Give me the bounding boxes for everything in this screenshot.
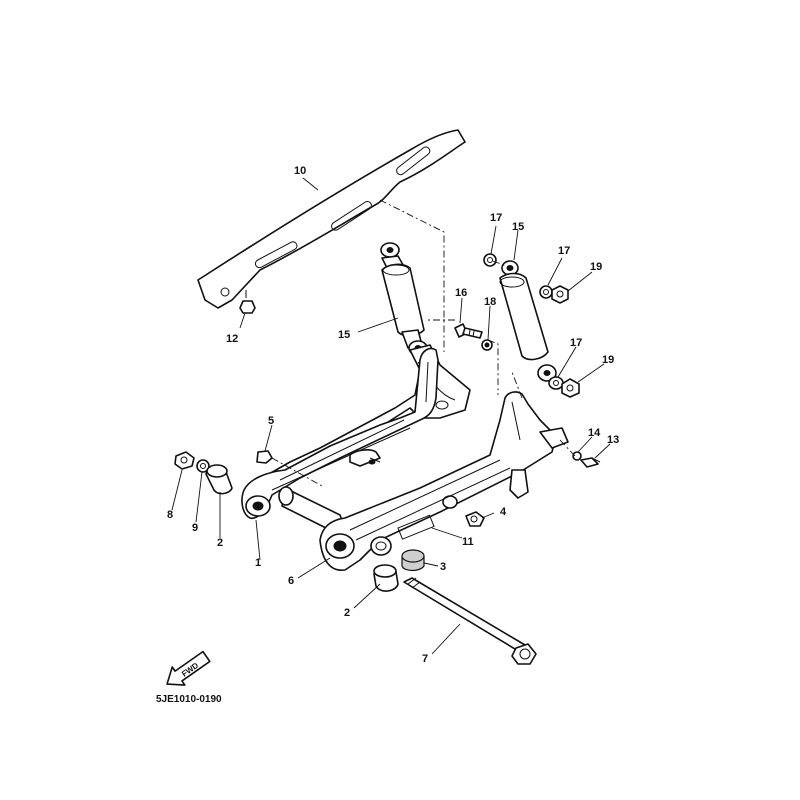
callout-7: 7: [422, 653, 428, 665]
callout-2-right: 2: [344, 607, 350, 619]
washer-part-17-top: [483, 253, 497, 267]
bolt-part-16: [454, 323, 483, 339]
callout-17-mid: 17: [558, 245, 570, 257]
swing-arm-right-part-11: [319, 391, 569, 571]
bolt-part-4: [465, 511, 485, 527]
callout-4: 4: [500, 506, 507, 518]
washer-part-17-low: [548, 376, 564, 390]
bolt-part-5: [256, 450, 323, 487]
callout-18: 18: [484, 296, 496, 308]
callout-19-top: 19: [590, 261, 602, 273]
callout-labels: 10 12 15 17 15 17 19 16 18 17 19 5 14 13…: [167, 165, 619, 665]
bolt-part-13: [580, 457, 601, 468]
callout-17-low: 17: [570, 337, 582, 349]
callout-12: 12: [226, 333, 238, 345]
nut-part-19-top: [551, 285, 569, 304]
washer-part-14: [572, 451, 582, 461]
washer-part-18: [481, 339, 493, 351]
callout-10: 10: [294, 165, 306, 177]
callout-16: 16: [455, 287, 467, 299]
diagram-code: 5JE1010-0190: [156, 694, 222, 705]
assembly-lines: [379, 199, 576, 457]
callout-15-left: 15: [338, 329, 350, 341]
washer-part-9: [196, 459, 210, 473]
callout-8: 8: [167, 509, 173, 521]
callout-17-top: 17: [490, 212, 502, 224]
carrier-rail-part-10: [197, 129, 466, 309]
leader-lines: [171, 177, 611, 655]
axle-tube: [278, 449, 381, 533]
callout-13: 13: [607, 434, 619, 446]
nut-part-19-low: [561, 378, 580, 398]
washer-part-17-mid: [539, 285, 553, 299]
bolt-part-12: [239, 290, 256, 314]
callout-19-low: 19: [602, 354, 614, 366]
callout-11: 11: [462, 536, 474, 548]
swing-arm-left-part-1: [241, 347, 439, 519]
callout-3: 3: [440, 561, 446, 573]
collar-part-2-left: [205, 464, 233, 495]
callout-5: 5: [268, 415, 274, 427]
cap-part-3: [401, 549, 425, 572]
shock-absorber-right-part-15: [499, 260, 557, 382]
callout-15-right: 15: [512, 221, 524, 233]
callout-9: 9: [192, 522, 198, 534]
through-bolt-part-7: [403, 577, 537, 665]
callout-6: 6: [288, 575, 294, 587]
callout-14: 14: [588, 427, 601, 439]
callout-2-left: 2: [217, 537, 223, 549]
callout-1: 1: [255, 557, 261, 569]
nut-part-8: [174, 451, 195, 470]
collar-part-2-right: [373, 564, 399, 592]
fwd-arrow-icon: FWD: [166, 650, 211, 686]
shock-absorber-left-part-15: [380, 242, 428, 356]
